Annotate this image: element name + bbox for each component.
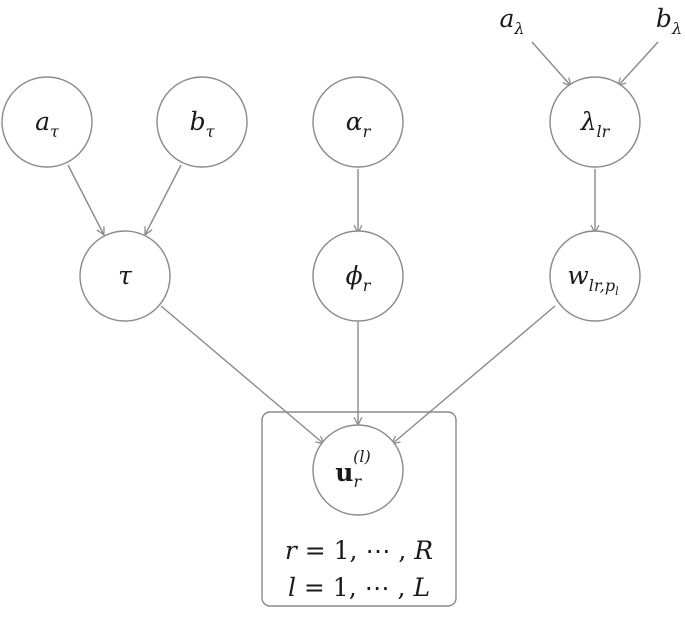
node-tau: τ [79,230,171,322]
svg-text:ϕr: ϕr [346,261,372,295]
edge-tau-to-u [160,305,324,444]
svg-text:aτ: aτ [35,107,60,141]
plate-label-l: l = 1, ⋯ , L [288,573,430,602]
svg-text:ur(l): ur(l) [335,447,370,491]
node-w-lr-pl: wlr,pl [549,230,641,322]
node-a-tau: aτ [1,76,93,168]
edge-w-to-u [392,305,556,444]
label-a-lambda: aλ [499,4,524,38]
edge-b-lambda-to-lambda [618,41,659,86]
svg-text:wlr,pl: wlr,pl [567,261,619,298]
edge-a-tau-to-tau [67,164,104,235]
svg-text:bτ: bτ [190,107,216,141]
label-b-lambda: bλ [656,4,682,38]
plate-label-r: r = 1, ⋯ , R [285,536,433,565]
node-phi-r: ϕr [312,230,404,322]
node-lambda-lr: λlr [549,76,641,168]
svg-text:τ: τ [118,261,133,290]
edge-b-tau-to-tau [145,164,182,235]
svg-text:αr: αr [346,107,372,141]
node-b-tau: bτ [156,76,248,168]
svg-text:λlr: λlr [580,107,611,141]
node-alpha-r: αr [312,76,404,168]
plate-box [261,411,457,607]
node-u-observed: ur(l) [312,424,404,516]
edge-a-lambda-to-lambda [531,41,571,86]
